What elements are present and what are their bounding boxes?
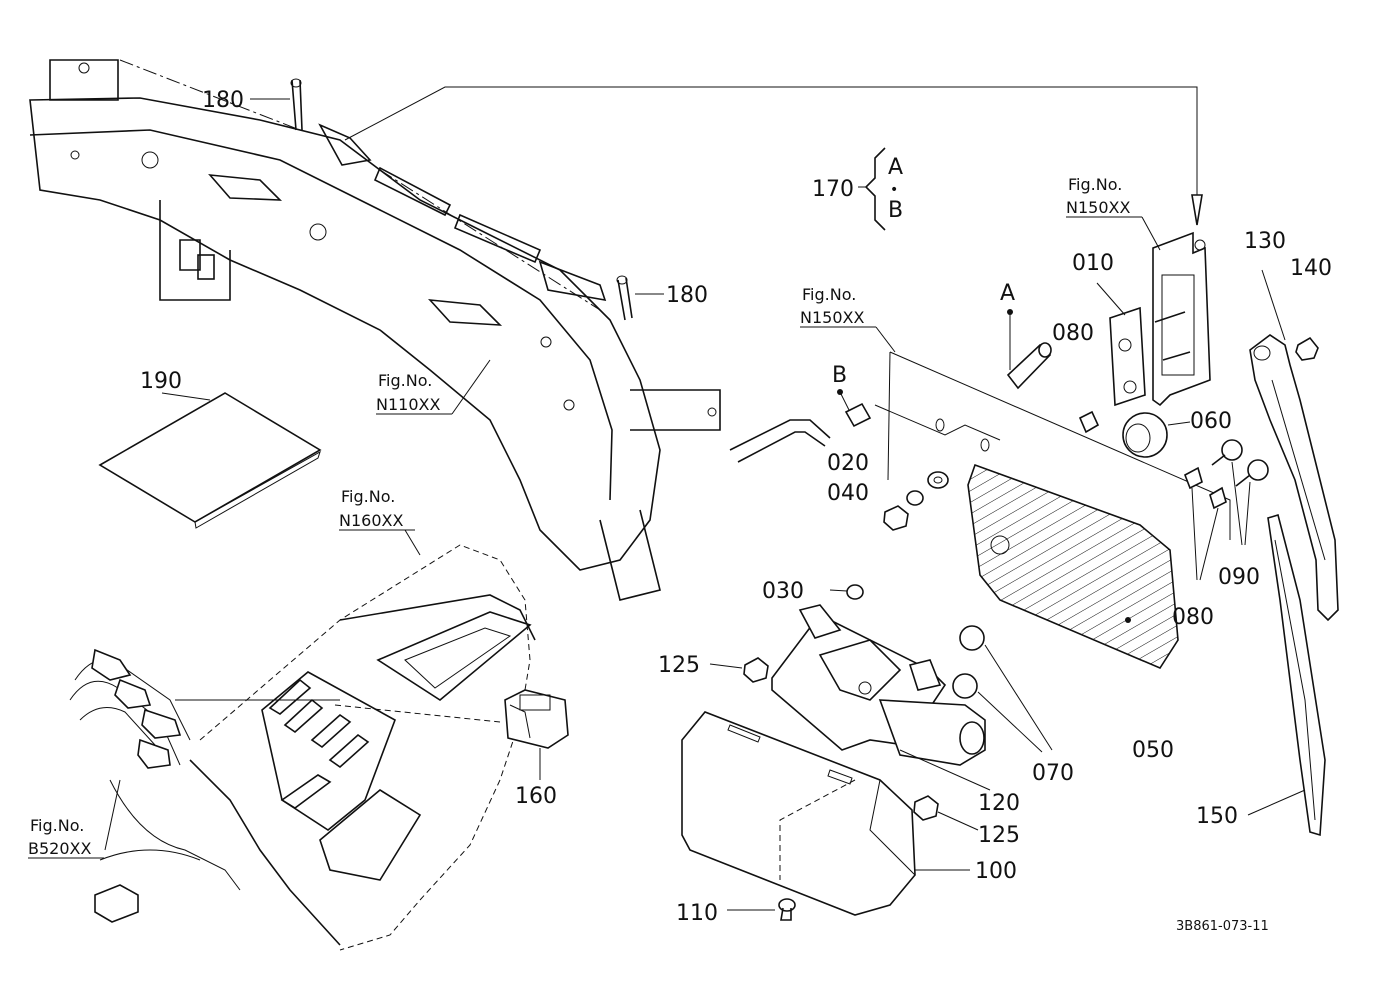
marker-a: A xyxy=(1000,281,1015,306)
figure-refs: Fig.No. N150XX Fig.No. N150XX Fig.No. N1… xyxy=(28,175,1161,859)
part-label: 070 xyxy=(1032,761,1074,786)
part-label: 160 xyxy=(515,784,557,809)
cotter-pin xyxy=(250,78,303,131)
fig-ref-prefix: Fig.No. xyxy=(341,487,395,506)
part-label: 190 xyxy=(140,369,182,394)
fig-ref-code: N110XX xyxy=(376,395,440,414)
fig-ref-prefix: Fig.No. xyxy=(1068,175,1122,194)
wiring-harness xyxy=(69,648,340,923)
part-label: 140 xyxy=(1290,256,1332,281)
rod-b xyxy=(729,389,872,463)
bracket-170 xyxy=(858,147,886,231)
cotter-pin xyxy=(616,275,664,321)
wiper-blade-150 xyxy=(1247,513,1326,837)
nut-125 xyxy=(913,795,939,821)
wiper-arm-130 xyxy=(1249,269,1339,622)
part-label: 150 xyxy=(1196,804,1238,829)
part-label: 120 xyxy=(978,791,1020,816)
pin-a xyxy=(1006,309,1052,390)
screw-110 xyxy=(727,898,796,921)
nut-125 xyxy=(743,657,769,683)
spacer-080-pair xyxy=(1184,466,1227,581)
nut-140 xyxy=(1295,336,1319,361)
cover-100 xyxy=(681,711,970,916)
part-label: 170 xyxy=(812,177,854,202)
spacer-080 xyxy=(1078,410,1100,434)
grommet-070 xyxy=(952,625,1053,753)
drawing-code: 3B861-073-11 xyxy=(1176,919,1269,934)
part-label: 030 xyxy=(762,579,804,604)
fig-ref-code: N160XX xyxy=(339,511,403,530)
part-label: 100 xyxy=(975,859,1017,884)
fig-ref-code: N150XX xyxy=(800,308,864,327)
marker-b: B xyxy=(888,198,903,223)
part-labels: 010 020 030 040 050 060 070 080 080 090 … xyxy=(140,88,1332,926)
seal-plate-050 xyxy=(967,463,1179,670)
marker-a: A xyxy=(888,155,903,180)
screw-090 xyxy=(1211,439,1269,546)
fig-ref-code: B520XX xyxy=(28,839,91,858)
grommet-060 xyxy=(1122,412,1191,458)
fig-ref-prefix: Fig.No. xyxy=(378,371,432,390)
fig-ref-prefix: Fig.No. xyxy=(802,285,856,304)
motor-assembly-120 xyxy=(771,604,991,791)
washer-040 xyxy=(906,490,924,506)
sheet-190 xyxy=(98,392,322,529)
switch-160 xyxy=(334,689,569,780)
part-label: 060 xyxy=(1190,409,1232,434)
part-label: 110 xyxy=(676,901,718,926)
bulkhead-outline xyxy=(874,351,1231,540)
arrowhead xyxy=(1191,194,1203,226)
console-panel xyxy=(189,529,536,951)
part-label: 090 xyxy=(1218,565,1260,590)
plate-010 xyxy=(1096,282,1146,407)
cab-frame xyxy=(29,59,721,601)
arrow-leader xyxy=(344,86,1198,205)
part-label: 080 xyxy=(1172,605,1214,630)
marker-b: B xyxy=(832,363,847,388)
part-label: 040 xyxy=(827,481,869,506)
washer-030 xyxy=(846,584,864,600)
fig-ref-code: N150XX xyxy=(1066,198,1130,217)
part-label: 125 xyxy=(658,653,700,678)
marker-dot: • xyxy=(890,182,898,198)
nut xyxy=(883,505,909,531)
part-label: 130 xyxy=(1244,229,1286,254)
part-label: 125 xyxy=(978,823,1020,848)
part-label: 180 xyxy=(666,283,708,308)
fig-ref-prefix: Fig.No. xyxy=(30,816,84,835)
part-label: 180 xyxy=(202,88,244,113)
part-label: 050 xyxy=(1132,738,1174,763)
part-label: 080 xyxy=(1052,321,1094,346)
mount-bracket xyxy=(1152,231,1211,407)
washer-020 xyxy=(927,471,949,489)
part-label: 010 xyxy=(1072,251,1114,276)
part-label: 020 xyxy=(827,451,869,476)
